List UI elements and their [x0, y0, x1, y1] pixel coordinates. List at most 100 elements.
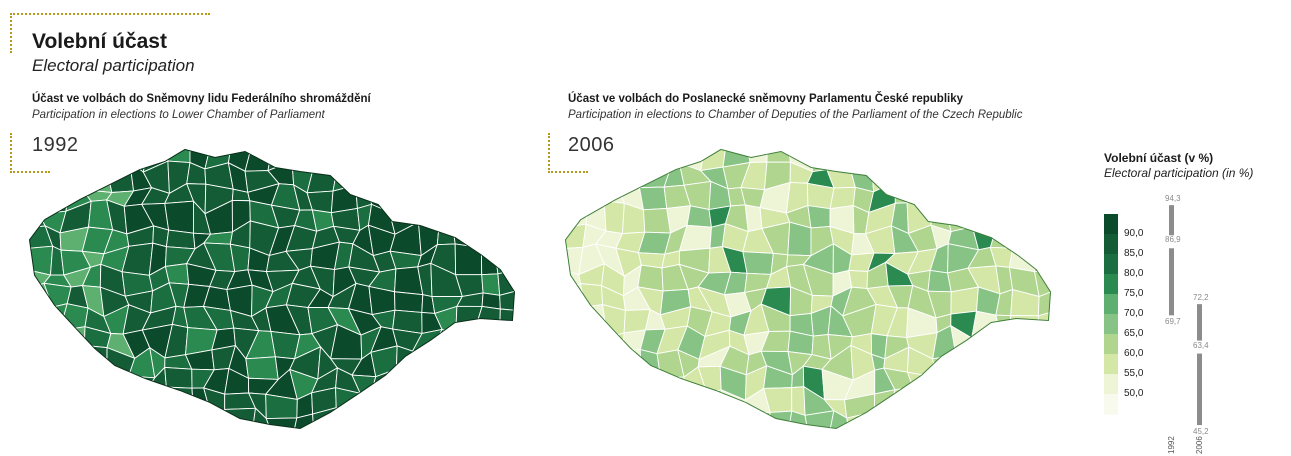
district-region	[43, 303, 68, 337]
legend-break-label: 65,0	[1124, 328, 1144, 339]
district-region	[566, 165, 590, 190]
district-region	[618, 397, 649, 421]
district-region	[1010, 365, 1032, 400]
district-region	[481, 273, 501, 296]
map-2006-districts	[566, 150, 1050, 428]
district-region	[86, 416, 115, 428]
district-region	[80, 344, 108, 377]
district-region	[890, 410, 913, 428]
district-region	[965, 346, 1001, 379]
range-min-label: 45,2	[1193, 427, 1209, 437]
district-region	[622, 150, 645, 169]
district-region	[929, 188, 955, 212]
district-region	[995, 314, 1012, 339]
district-region	[993, 150, 1016, 163]
district-region	[59, 326, 86, 352]
district-region	[618, 367, 642, 400]
district-region	[566, 306, 587, 337]
legend-break-label: 80,0	[1124, 268, 1144, 279]
district-region	[498, 206, 514, 229]
district-region	[418, 161, 444, 190]
district-region	[400, 163, 425, 183]
district-region	[574, 388, 609, 422]
district-region	[459, 373, 487, 399]
map-1992-heading: Účast ve volbách do Sněmovny lidu Federá…	[32, 93, 371, 105]
district-region	[566, 413, 583, 428]
district-region	[30, 391, 52, 418]
district-region	[661, 415, 686, 428]
district-region	[106, 414, 129, 428]
legend-swatch	[1104, 254, 1118, 275]
district-region	[566, 392, 580, 423]
district-region	[86, 150, 108, 167]
district-region	[929, 164, 955, 190]
district-region	[945, 392, 977, 418]
district-region	[581, 150, 603, 174]
district-region	[744, 204, 763, 233]
district-region	[40, 163, 70, 183]
legend-swatch	[1104, 394, 1118, 415]
district-region	[566, 223, 587, 250]
district-region	[368, 285, 396, 316]
district-region	[499, 393, 514, 415]
district-region	[121, 375, 156, 394]
district-region	[787, 221, 812, 257]
district-region	[30, 245, 54, 276]
legend-break-label: 50,0	[1124, 388, 1144, 399]
district-region	[411, 410, 439, 428]
district-region	[475, 365, 507, 397]
district-region	[873, 389, 896, 413]
district-region	[102, 387, 123, 422]
year-2006-bracket	[548, 133, 588, 173]
district-region	[63, 387, 90, 420]
district-region	[955, 346, 975, 372]
district-region	[679, 394, 711, 418]
district-region	[1037, 289, 1050, 317]
district-region	[42, 350, 70, 381]
district-region	[164, 406, 194, 428]
district-region	[431, 203, 466, 229]
district-region	[945, 416, 977, 428]
district-region	[121, 387, 156, 422]
district-region	[348, 150, 377, 162]
district-region	[452, 204, 478, 236]
legend-break-label: 60,0	[1124, 348, 1144, 359]
legend-swatch	[1104, 334, 1118, 355]
district-region	[416, 150, 444, 168]
district-region	[493, 163, 514, 195]
district-region	[30, 306, 54, 337]
district-region	[59, 150, 94, 165]
map-1992-subheading: Participation in elections to Lower Cham…	[32, 109, 325, 121]
district-region	[972, 409, 995, 428]
district-region	[603, 200, 625, 235]
district-region	[395, 414, 418, 428]
legend-break-label: 55,0	[1124, 368, 1144, 379]
district-region	[566, 330, 587, 353]
district-region	[456, 150, 480, 171]
district-region	[430, 350, 466, 377]
district-region	[333, 150, 356, 168]
district-region	[661, 385, 682, 418]
district-region	[164, 200, 194, 234]
district-region	[102, 375, 130, 389]
district-region	[1012, 161, 1041, 188]
district-region	[606, 387, 631, 421]
district-region	[913, 164, 934, 195]
district-region	[480, 348, 507, 377]
district-region	[354, 407, 377, 428]
district-region	[30, 330, 45, 354]
district-region	[411, 394, 433, 416]
district-region	[574, 377, 610, 399]
district-region	[148, 406, 170, 428]
district-region	[999, 337, 1022, 359]
district-region	[473, 163, 499, 195]
legend-swatch	[1104, 294, 1118, 315]
district-region	[636, 150, 671, 171]
district-region	[847, 150, 873, 167]
district-region	[828, 410, 851, 428]
district-region	[369, 386, 399, 422]
range-bar-2006	[1197, 304, 1202, 426]
district-region	[894, 180, 915, 204]
range-median-gap	[1168, 235, 1175, 249]
